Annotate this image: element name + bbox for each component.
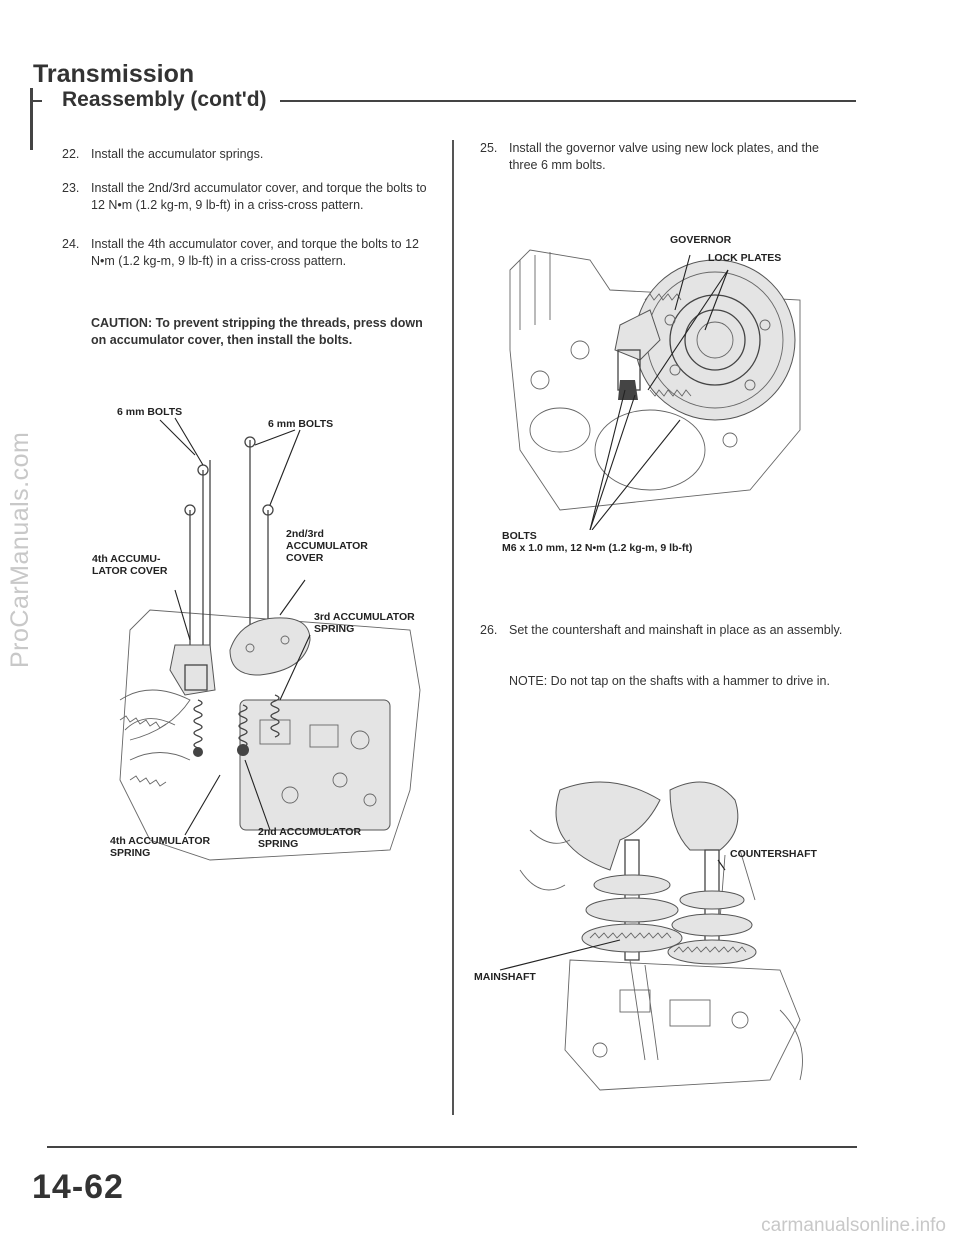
step-25: 25. Install the governor valve using new…	[480, 140, 850, 174]
label-6mm-bolts-right: 6 mm BOLTS	[268, 418, 334, 430]
page-number: 14-62	[32, 1168, 124, 1206]
label-bolts-spec: M6 x 1.0 mm, 12 N•m (1.2 kg-m, 9 lb-ft)	[502, 542, 693, 554]
note-box: NOTE: Do not tap on the shafts with a ha…	[480, 673, 850, 690]
step-24: 24. Install the 4th accumulator cover, a…	[62, 236, 432, 270]
step-23: 23. Install the 2nd/3rd accumulator cove…	[62, 180, 432, 214]
step-text: Install the 2nd/3rd accumulator cover, a…	[91, 181, 427, 212]
label-4th-cover: 4th ACCUMU- LATOR COVER	[92, 553, 168, 577]
watermark-left: ProCarManuals.com	[6, 431, 34, 669]
label-2nd3rd-cover: 2nd/3rd ACCUMULATOR COVER	[286, 528, 368, 564]
shaft-assembly-drawing-icon	[499, 781, 803, 1091]
label-6mm-bolts-left: 6 mm BOLTS	[117, 406, 183, 418]
caution-text: CAUTION: To prevent stripping the thread…	[91, 316, 423, 347]
note-text: NOTE: Do not tap on the shafts with a ha…	[509, 674, 830, 688]
label-3rd-spring: 3rd ACCUMULATOR SPRING	[314, 611, 415, 635]
step-number: 23.	[62, 181, 80, 195]
step-22: 22. Install the accumulator springs.	[62, 146, 432, 163]
page-title: Transmission	[33, 60, 195, 88]
section-subtitle: Reassembly (cont'd)	[62, 88, 271, 112]
step-26: 26. Set the countershaft and mainshaft i…	[480, 622, 850, 639]
header-bracket-vertical	[30, 88, 33, 150]
label-bolts: BOLTS	[502, 530, 537, 542]
label-mainshaft: MAINSHAFT	[474, 971, 536, 983]
footer-rule	[47, 1146, 857, 1148]
header-rule	[280, 100, 856, 102]
step-text: Install the governor valve using new loc…	[509, 141, 819, 172]
label-countershaft: COUNTERSHAFT	[730, 848, 817, 860]
step-number: 22.	[62, 147, 80, 161]
step-number: 24.	[62, 237, 80, 251]
step-number: 26.	[480, 623, 498, 637]
transmission-drawing-icon	[119, 417, 421, 861]
column-divider	[452, 140, 454, 1115]
step-text: Set the countershaft and mainshaft in pl…	[509, 623, 843, 637]
step-text: Install the 4th accumulator cover, and t…	[91, 237, 419, 268]
step-number: 25.	[480, 141, 498, 155]
watermark-bottom: carmanualsonline.info	[761, 1215, 946, 1236]
label-4th-spring: 4th ACCUMULATOR SPRING	[110, 835, 211, 859]
label-lock-plates: LOCK PLATES	[708, 252, 782, 264]
caution-box: CAUTION: To prevent stripping the thread…	[62, 315, 432, 349]
label-governor: GOVERNOR	[670, 234, 732, 246]
step-text: Install the accumulator springs.	[91, 147, 264, 161]
governor-drawing-icon	[509, 249, 801, 530]
label-2nd-spring: 2nd ACCUMULATOR SPRING	[258, 826, 362, 850]
header-bracket-tick	[30, 100, 42, 102]
